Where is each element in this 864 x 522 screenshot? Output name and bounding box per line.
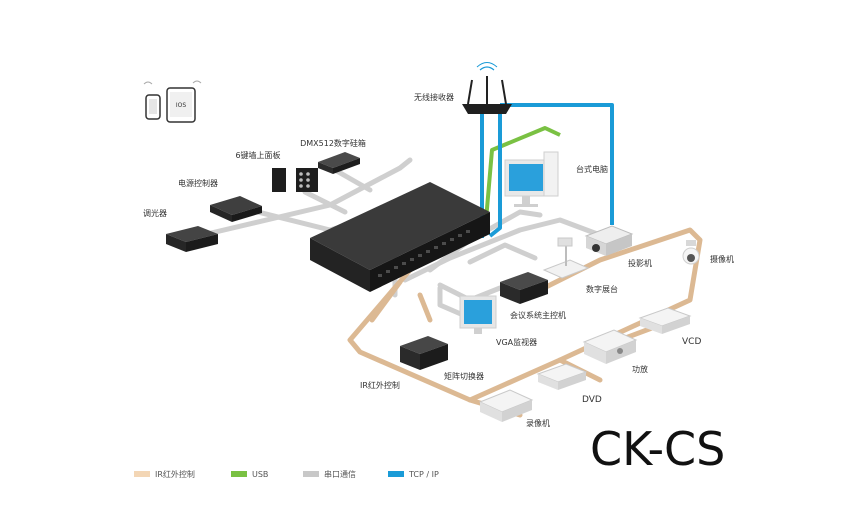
tablet-icon: IOS xyxy=(166,80,202,123)
desktop-pc-icon xyxy=(504,151,559,207)
vcr-label: 录像机 xyxy=(526,418,550,428)
dimmer-label: 调光器 xyxy=(143,208,167,218)
dmx512-device xyxy=(318,152,360,174)
amplifier-label: 功放 xyxy=(632,364,648,374)
dmx512-label: DMX512数字硅箱 xyxy=(300,138,366,148)
ir-control-label: IR红外控制 xyxy=(360,380,400,390)
legend: IR红外控制 USB 串口通信 TCP / IP xyxy=(134,469,439,479)
usb-cable xyxy=(483,126,561,233)
projector-label: 投影机 xyxy=(628,258,652,268)
wall-panel-label: 6键墙上面板 xyxy=(235,150,280,160)
central-controller xyxy=(310,182,490,292)
wall-panel-icons xyxy=(272,168,318,192)
dvd-label: DVD xyxy=(582,395,602,405)
projector-icon xyxy=(584,225,634,256)
vcr-device xyxy=(478,389,534,422)
amplifier-device xyxy=(582,329,638,364)
vga-monitor-icon xyxy=(459,295,497,334)
brand-text: CK-CS xyxy=(590,422,725,476)
document-camera-icon xyxy=(542,237,590,279)
matrix-switcher-device xyxy=(400,336,448,370)
legend-swatch-usb xyxy=(231,471,247,477)
legend-swatch-serial xyxy=(303,471,319,477)
desktop-pc-label: 台式电脑 xyxy=(576,164,608,174)
dvd-device xyxy=(536,363,588,390)
legend-label-ir: IR红外控制 xyxy=(155,469,195,479)
legend-label-tcpip: TCP / IP xyxy=(408,470,439,479)
conference-host-label: 会议系统主控机 xyxy=(510,310,566,320)
matrix-switcher-label: 矩阵切换器 xyxy=(444,371,484,381)
vcd-device xyxy=(638,307,692,334)
camera-icon xyxy=(682,240,700,265)
wireless-receiver-label: 无线接收器 xyxy=(414,92,454,102)
power-controller-label: 电源控制器 xyxy=(178,178,218,188)
conference-host-device xyxy=(500,272,548,304)
vga-monitor-label: VGA监视器 xyxy=(496,337,537,347)
phone-icon xyxy=(143,81,161,120)
camera-label: 摄像机 xyxy=(710,254,734,264)
legend-swatch-tcpip xyxy=(388,471,404,477)
ios-label: IOS xyxy=(176,102,186,109)
dimmer-device xyxy=(166,226,218,252)
legend-label-serial: 串口通信 xyxy=(324,469,356,479)
document-camera-label: 数字展台 xyxy=(586,284,618,294)
legend-swatch-ir xyxy=(134,471,150,477)
legend-label-usb: USB xyxy=(252,470,268,479)
vcd-label: VCD xyxy=(682,337,701,347)
power-controller-device xyxy=(210,196,262,222)
router-icon xyxy=(462,62,512,114)
